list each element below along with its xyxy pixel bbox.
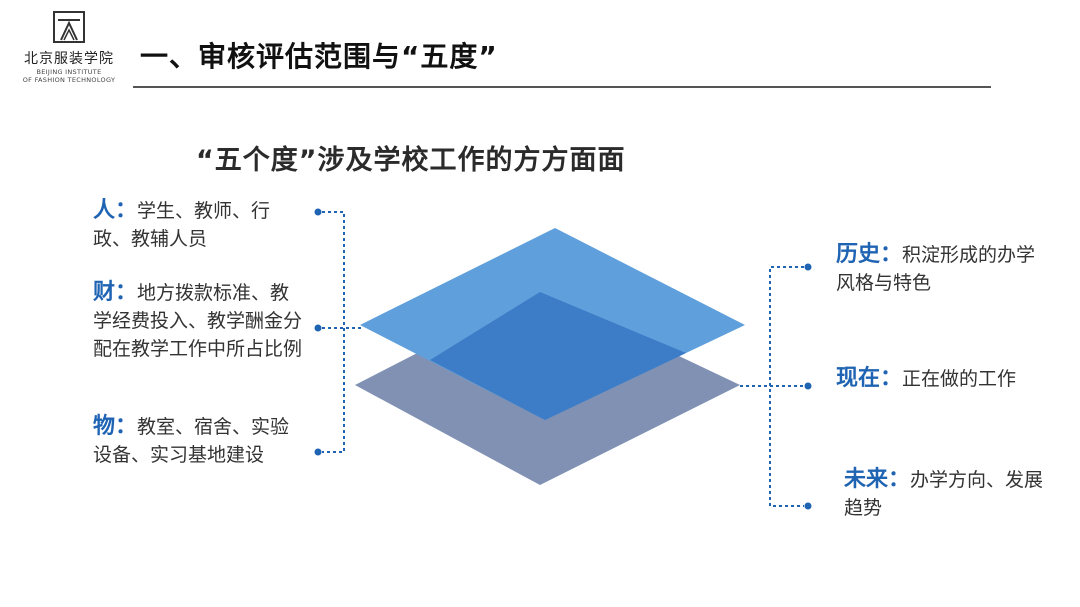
item-present-text: 正在做的工作 bbox=[902, 368, 1017, 390]
logo-english-line2: OF FASHION TECHNOLOGY bbox=[22, 76, 116, 84]
item-materials-text: 教室、宿舍、实验设备、实习基地建设 bbox=[93, 416, 290, 466]
item-materials-colon: ： bbox=[115, 414, 138, 439]
item-present-key: 现在 bbox=[836, 366, 881, 391]
item-people-text: 学生、教师、行政、教辅人员 bbox=[93, 200, 271, 250]
logo-english-line1: BEIJING INSTITUTE bbox=[36, 68, 102, 76]
item-finance-key: 财 bbox=[93, 280, 116, 305]
item-present-colon: ： bbox=[880, 366, 903, 391]
logo-english-name: BEIJING INSTITUTE OF FASHION TECHNOLOGY bbox=[14, 68, 124, 84]
item-history-colon: ： bbox=[880, 242, 903, 267]
left-bracket-dots bbox=[314, 208, 322, 456]
item-future-text: 办学方向、发展趋势 bbox=[844, 469, 1044, 519]
item-finance-colon: ： bbox=[115, 280, 138, 305]
logo-chinese-name: 北京服装学院 bbox=[24, 51, 114, 67]
title-divider bbox=[133, 86, 991, 88]
left-bracket bbox=[322, 211, 362, 453]
right-bracket bbox=[740, 266, 804, 507]
item-people: 人：学生、教师、行政、教辅人员 bbox=[93, 197, 303, 253]
item-history: 历史：积淀形成的办学风格与特色 bbox=[836, 241, 1036, 297]
school-emblem-icon bbox=[53, 11, 85, 43]
item-present: 现在：正在做的工作 bbox=[836, 365, 1026, 393]
item-finance: 财：地方拨款标准、教学经费投入、教学酬金分配在教学工作中所占比例 bbox=[93, 279, 308, 363]
item-history-text: 积淀形成的办学风格与特色 bbox=[836, 244, 1036, 294]
item-people-key: 人 bbox=[93, 198, 116, 223]
overlap-shape bbox=[430, 292, 686, 420]
school-logo: 北京服装学院 BEIJING INSTITUTE OF FASHION TECH… bbox=[14, 10, 124, 90]
item-future-colon: ： bbox=[888, 467, 911, 492]
right-bracket-dots bbox=[804, 263, 812, 510]
item-people-colon: ： bbox=[115, 198, 138, 223]
item-future: 未来：办学方向、发展趋势 bbox=[844, 466, 1054, 522]
item-finance-text: 地方拨款标准、教学经费投入、教学酬金分配在教学工作中所占比例 bbox=[93, 282, 303, 360]
item-materials-key: 物 bbox=[93, 414, 116, 439]
item-future-key: 未来 bbox=[844, 467, 889, 492]
slide-subtitle: “五个度”涉及学校工作的方方面面 bbox=[196, 145, 626, 176]
item-history-key: 历史 bbox=[836, 242, 881, 267]
slide-title: 一、审核评估范围与“五度” bbox=[140, 40, 498, 73]
item-materials: 物：教室、宿舍、实验设备、实习基地建设 bbox=[93, 413, 303, 469]
